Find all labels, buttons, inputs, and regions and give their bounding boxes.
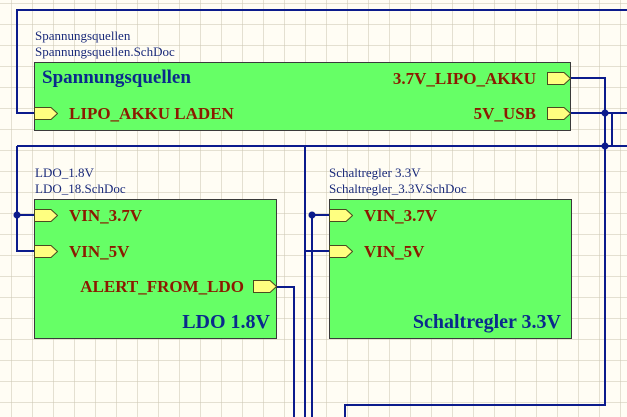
sheet-entry-port-icon[interactable] (547, 72, 571, 85)
sheet-entry-port-icon[interactable] (329, 209, 353, 222)
port-label-vin-5v: VIN_5V (364, 242, 425, 261)
sheet-symbol-spannungsquellen[interactable]: Spannungsquellen LIPO_AKKU LADEN 3.7V_LI… (34, 62, 571, 131)
junction-dot (13, 211, 21, 219)
port-label-alert-from-ldo: ALERT_FROM_LDO (80, 277, 244, 296)
sheet-entry-port-icon[interactable] (253, 280, 277, 293)
port-label-lipo-akku-laden: LIPO_AKKU LADEN (69, 104, 234, 123)
wire-laden-loop[interactable] (16, 9, 627, 114)
wire-3v7-net[interactable] (344, 77, 606, 417)
sheet-caption-name: Schaltregler 3.3V (329, 165, 421, 180)
sheet-caption-name: LDO_1.8V (35, 165, 94, 180)
sheet-caption-file: Schaltregler_3.3V.SchDoc (329, 181, 467, 196)
sheet-symbol-ldo[interactable]: VIN_3.7V VIN_5V ALERT_FROM_LDO LDO 1.8V (34, 199, 277, 339)
wire-ldo-5v[interactable] (16, 146, 34, 252)
port-label-vin-3v7: VIN_3.7V (364, 206, 438, 225)
sheet-title: Schaltregler 3.3V (412, 311, 561, 333)
sheet-symbol-schaltregler[interactable]: VIN_3.7V VIN_5V Schaltregler 3.3V (329, 199, 572, 339)
port-label-vin-3v7: VIN_3.7V (69, 206, 143, 225)
sheet-entry-port-icon[interactable] (34, 209, 58, 222)
junction-dot (601, 109, 609, 117)
sheet-title: LDO 1.8V (182, 311, 270, 333)
sheet-caption-name: Spannungsquellen (35, 28, 131, 43)
sheet-entry-port-icon[interactable] (329, 245, 353, 258)
sheet-caption-file: Spannungsquellen.SchDoc (35, 44, 175, 59)
junction-dot (601, 142, 609, 150)
wire-alert[interactable] (276, 286, 295, 417)
sheet-title: Spannungsquellen (42, 67, 191, 88)
sheet-entry-port-icon[interactable] (34, 107, 58, 120)
sheet-entry-port-icon[interactable] (547, 107, 571, 120)
sheet-entry-port-icon[interactable] (34, 245, 58, 258)
port-label-5v-usb: 5V_USB (473, 104, 536, 123)
sheet-caption-file: LDO_18.SchDoc (35, 181, 126, 196)
port-label-3v7-lipo-akku: 3.7V_LIPO_AKKU (392, 69, 536, 88)
junction-dot (308, 211, 316, 219)
port-label-vin-5v: VIN_5V (69, 242, 130, 261)
